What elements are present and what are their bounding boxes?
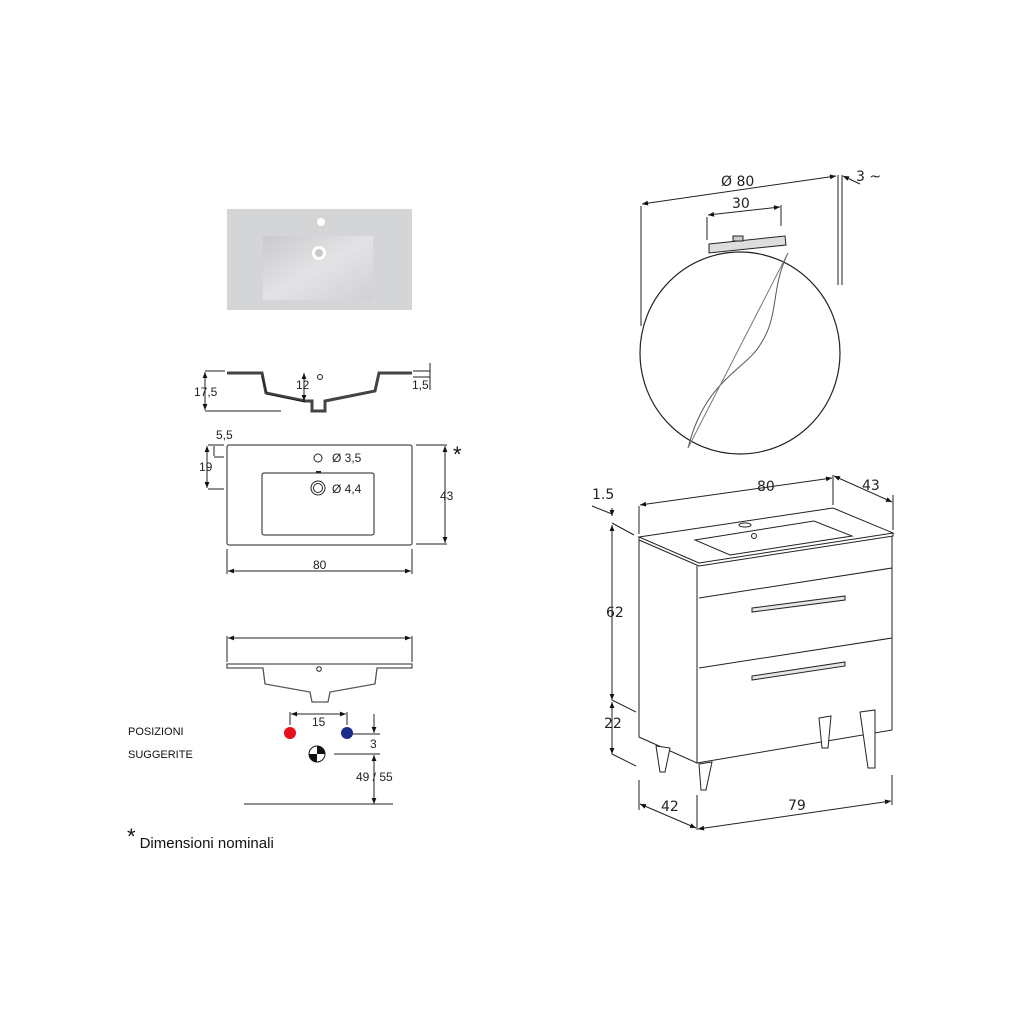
hot-water-icon [284, 727, 296, 739]
rim-thickness-label: 1,5 [412, 378, 429, 392]
base-width-label: 79 [788, 798, 806, 814]
cabinet-depth-top-label: 43 [862, 478, 880, 494]
plan-depth-label: 43 [440, 489, 454, 503]
footnote-text: Dimensioni nominali [139, 835, 274, 852]
vanity-cabinet [591, 475, 895, 831]
footnote: *Dimensioni nominali [127, 824, 274, 854]
footnote-star: * [127, 824, 136, 849]
positions-title-line2: SUGGERITE [128, 749, 193, 761]
mirror-diameter-label: Ø 80 [721, 174, 754, 190]
sink-front-view [226, 635, 413, 805]
lamp-width-label: 30 [732, 196, 750, 212]
drain-height-label: 49 / 55 [356, 770, 393, 784]
tap-to-drain-label: 3 [370, 737, 377, 751]
cabinet-width-top-label: 80 [757, 479, 775, 495]
round-mirror [639, 174, 861, 455]
drain-diameter-label: Ø 4,4 [332, 482, 362, 496]
sink-section-view [202, 363, 431, 413]
top-thickness-label: 1.5 [592, 487, 614, 503]
sink-height-label: 17,5 [194, 385, 218, 399]
base-depth-label: 42 [661, 799, 679, 815]
cold-water-icon [341, 727, 353, 739]
legs-height-label: 22 [604, 716, 622, 732]
tap-spacing-label: 15 [312, 715, 326, 729]
mirror-thickness-label: 3 ~ [856, 169, 881, 185]
sink-top-photo [227, 209, 412, 310]
drain-position-icon [308, 745, 326, 763]
positions-title-line1: POSIZIONI [128, 726, 184, 738]
sink-plan-view [204, 444, 448, 574]
drain-offset-label: 19 [199, 460, 213, 474]
plan-width-label: 80 [313, 558, 327, 572]
nominal-marker: * [453, 442, 462, 467]
tap-offset-label: 5,5 [216, 428, 233, 442]
body-height-label: 62 [606, 605, 624, 621]
tap-hole-diameter-label: Ø 3,5 [332, 451, 362, 465]
basin-depth-label: 12 [296, 378, 310, 392]
